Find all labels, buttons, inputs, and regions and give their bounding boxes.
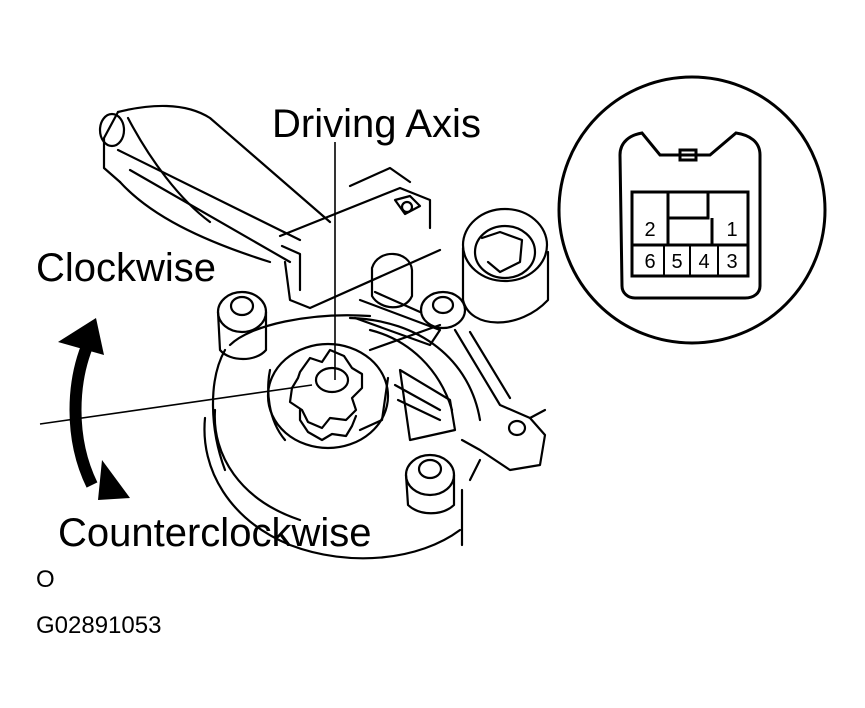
clockwise-label: Clockwise [36, 246, 217, 290]
pin-label: 2 [644, 219, 656, 241]
driving-axis-label: Driving Axis [272, 102, 481, 146]
rotation-arrow-icon [58, 318, 130, 500]
driving-gear [266, 342, 390, 450]
arm-right [453, 328, 547, 482]
pin-label: 3 [726, 251, 738, 273]
pin-label: 5 [671, 251, 683, 273]
counterclockwise-label: Counterclockwise [58, 511, 372, 555]
boss-bottom [404, 453, 456, 515]
pin-label: 4 [698, 251, 710, 273]
link-bracket [353, 252, 442, 352]
boss-left [216, 290, 268, 361]
housing-top [278, 166, 442, 310]
marker-label: O [36, 566, 55, 593]
motor-body [98, 104, 332, 264]
round-post [461, 207, 550, 324]
counterclockwise-leader [39, 384, 313, 425]
pin-label: 1 [726, 219, 738, 241]
gear-housing [203, 314, 482, 560]
connector-inset [557, 75, 827, 345]
boss-right [419, 290, 467, 330]
pin-label: 6 [644, 251, 656, 273]
figure-code-label: G02891053 [36, 612, 162, 639]
